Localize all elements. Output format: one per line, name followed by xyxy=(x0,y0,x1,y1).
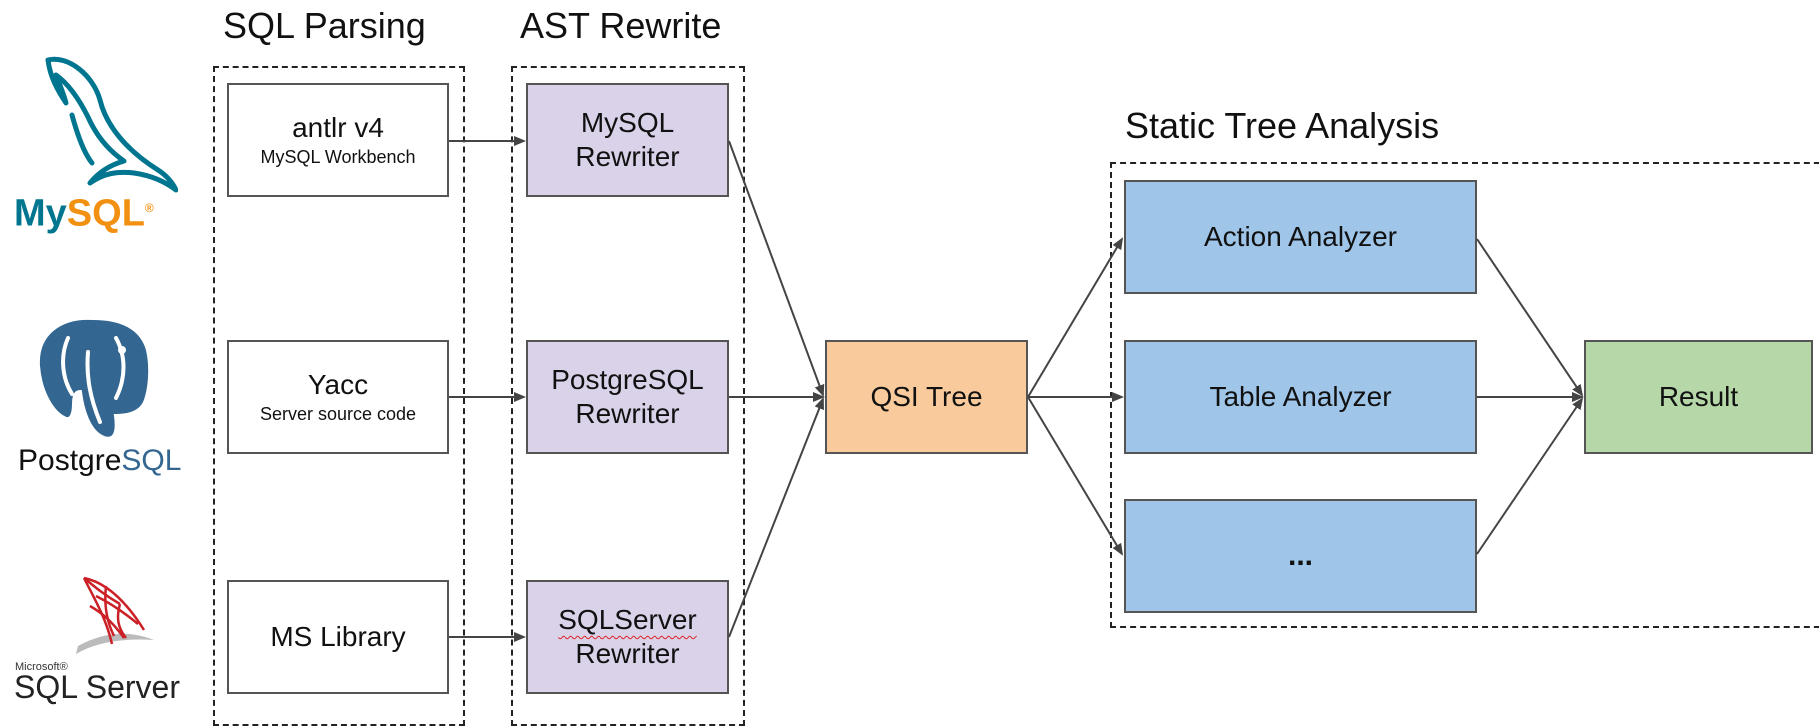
rewriter-line1: MySQL xyxy=(580,107,675,138)
postgresql-elephant-icon xyxy=(35,315,153,441)
arrow-qsi-to-more-analyzers xyxy=(1027,396,1124,556)
rewriter-line2: Rewriter xyxy=(575,398,680,429)
sqlserver-rewriter-box: SQLServer Rewriter xyxy=(526,580,729,694)
mysql-logo-mark: ® xyxy=(144,201,154,215)
analyzer-label: Action Analyzer xyxy=(1204,221,1397,252)
parser-subtitle: MySQL Workbench xyxy=(260,147,416,167)
architecture-diagram: SQL Parsing AST Rewrite Static Tree Anal… xyxy=(14,5,1819,726)
result-box: Result xyxy=(1584,340,1813,454)
postgresql-logo-part-a: Postgre xyxy=(18,444,122,477)
qsi-tree-label: QSI Tree xyxy=(870,381,983,412)
sqlserver-logo-small: Microsoft® xyxy=(15,661,68,673)
rewriter-line1: SQLServer xyxy=(558,604,697,635)
parser-yacc-box: Yacc Server source code xyxy=(227,340,449,454)
heading-static-tree-analysis: Static Tree Analysis xyxy=(1125,105,1440,146)
analyzer-label: Table Analyzer xyxy=(1209,381,1392,412)
parser-title: MS Library xyxy=(270,621,406,652)
more-analyzers-box: ... xyxy=(1124,499,1477,613)
mysql-rewriter-box: MySQL Rewriter xyxy=(526,83,729,197)
rewriter-line2: Rewriter xyxy=(575,638,680,669)
parser-antlr-box: antlr v4 MySQL Workbench xyxy=(227,83,449,197)
postgresql-rewriter-box: PostgreSQL Rewriter xyxy=(526,340,729,454)
heading-sql-parsing: SQL Parsing xyxy=(223,5,426,46)
mysql-logo-part-b: SQL xyxy=(66,192,145,235)
mysql-logo-text: MySQL® xyxy=(14,188,154,234)
postgresql-logo-text: PostgreSQL xyxy=(18,444,181,478)
parser-ms-library-box: MS Library xyxy=(227,580,449,694)
arrow-qsi-to-action-analyzer xyxy=(1027,237,1124,398)
mysql-logo-part-a: My xyxy=(14,192,67,235)
sqlserver-logo-text: SQL Server xyxy=(14,669,180,705)
parser-subtitle: Server source code xyxy=(259,404,417,424)
parser-title: antlr v4 xyxy=(292,112,384,143)
heading-ast-rewrite: AST Rewrite xyxy=(520,5,722,46)
action-analyzer-box: Action Analyzer xyxy=(1124,180,1477,294)
rewriter-line2: Rewriter xyxy=(575,141,680,172)
mysql-dolphin-icon xyxy=(45,56,178,193)
result-label: Result xyxy=(1658,381,1739,412)
rewriter-line1: PostgreSQL xyxy=(551,364,704,395)
sqlserver-icon xyxy=(76,576,154,654)
table-analyzer-box: Table Analyzer xyxy=(1124,340,1477,454)
parser-title: Yacc xyxy=(307,369,369,400)
postgresql-logo-part-b: SQL xyxy=(121,444,182,477)
qsi-tree-box: QSI Tree xyxy=(825,340,1028,454)
analyzer-label: ... xyxy=(1287,539,1313,572)
